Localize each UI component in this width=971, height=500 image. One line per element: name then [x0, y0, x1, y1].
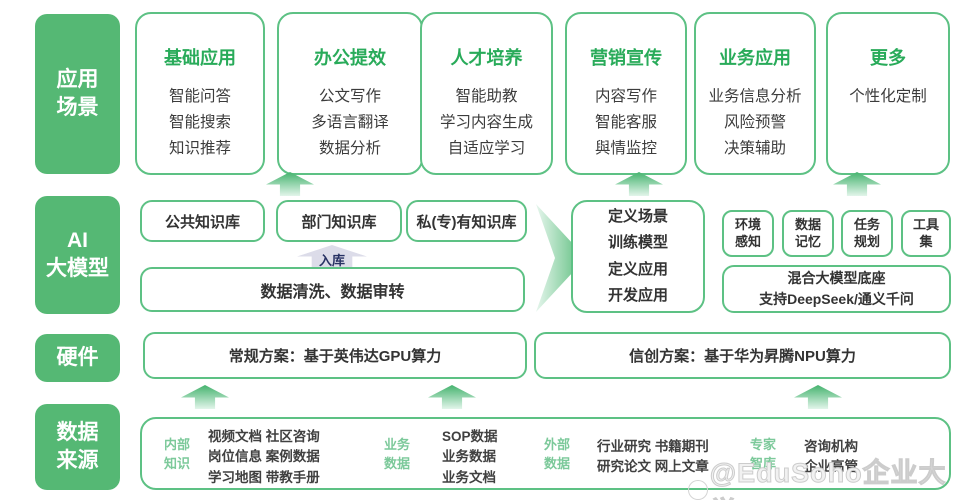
box-gpu-solution: 常规方案：基于英伟达GPU算力 — [143, 332, 527, 379]
row-label-app-scenarios: 应用 场景 — [35, 14, 120, 174]
box-data-memory: 数据 记忆 — [782, 210, 834, 257]
group-label-business-data: 业务 数据 — [384, 437, 411, 471]
data-item: 业务文档 — [442, 469, 496, 485]
model-base-line: 支持DeepSeek/通义千问 — [759, 291, 914, 307]
card-item: 多语言翻译 — [311, 114, 389, 131]
card-title: 更多 — [870, 48, 906, 68]
data-item: 研究论文 网上文章 — [597, 459, 709, 475]
card-item: 内容写作 — [594, 88, 657, 105]
box-task-planning: 任务 规划 — [841, 210, 893, 257]
row-label-data-source: 数据 来源 — [35, 404, 120, 490]
data-item: 岗位信息 案例数据 — [208, 449, 320, 465]
group-items: 咨询机构 企业高管 — [804, 437, 858, 478]
card-business-apps: 业务应用 业务信息分析 风险预警 决策辅助 — [694, 12, 816, 175]
up-arrow-icon — [615, 172, 663, 196]
card-item: 学习内容生成 — [439, 114, 533, 131]
card-items: 公文写作 多语言翻译 数据分析 — [311, 84, 389, 162]
box-environment-sensing: 环境 感知 — [722, 210, 774, 257]
card-basic-apps: 基础应用 智能问答 智能搜索 知识推荐 — [135, 12, 265, 175]
data-item: 咨询机构 — [804, 439, 858, 454]
up-arrow-icon — [833, 172, 881, 196]
card-items: 业务信息分析 风险预警 决策辅助 — [708, 84, 801, 162]
card-items: 智能助教 学习内容生成 自适应学习 — [440, 84, 533, 162]
up-arrow-icon — [181, 385, 229, 409]
pipeline-line: 训练模型 — [607, 234, 668, 252]
card-item: 数据分析 — [318, 140, 381, 157]
data-item: 企业高管 — [804, 459, 858, 475]
card-office-efficiency: 办公提效 公文写作 多语言翻译 数据分析 — [277, 12, 423, 175]
group-items: SOP数据 业务数据 业务文档 — [442, 427, 498, 488]
card-item: 公文写作 — [318, 88, 381, 105]
box-public-kb: 公共知识库 — [140, 200, 265, 242]
card-item: 智能搜索 — [168, 114, 231, 131]
data-item: 业务数据 — [442, 449, 496, 465]
card-item: 知识推荐 — [168, 140, 231, 157]
card-item: 自适应学习 — [447, 140, 526, 157]
card-item: 與情监控 — [594, 140, 657, 157]
up-arrow-icon — [794, 385, 842, 409]
group-label-expert-thinktank: 专家 智库 — [750, 437, 777, 471]
data-item: SOP数据 — [442, 429, 498, 444]
group-label-internal-knowledge: 内部 知识 — [164, 437, 191, 471]
data-item: 行业研究 书籍期刊 — [597, 439, 709, 454]
box-data-cleaning: 数据清洗、数据审转 — [140, 267, 525, 312]
box-department-kb: 部门知识库 — [276, 200, 402, 242]
pipeline-line: 开发应用 — [607, 286, 668, 304]
card-talent-training: 人才培养 智能助教 学习内容生成 自适应学习 — [420, 12, 553, 175]
box-pipeline: 定义场景 训练模型 定义应用 开发应用 — [571, 200, 705, 313]
row-label-hardware: 硬件 — [35, 334, 120, 382]
row-label-ai-model: AI 大模型 — [35, 196, 120, 314]
group-label-external-data: 外部 数据 — [544, 437, 571, 471]
card-items: 个性化定制 — [849, 84, 927, 110]
group-items: 视频文档 社区咨询 岗位信息 案例数据 学习地图 带教手册 — [208, 427, 320, 488]
box-npu-solution: 信创方案：基于华为昇腾NPU算力 — [534, 332, 951, 379]
box-data-sources: 内部 知识 视频文档 社区咨询 岗位信息 案例数据 学习地图 带教手册 业务 数… — [140, 417, 951, 490]
up-arrow-icon — [266, 172, 314, 196]
card-item: 智能助教 — [455, 88, 518, 105]
card-item: 业务信息分析 — [708, 88, 802, 105]
model-base-line: 混合大模型底座 — [787, 270, 886, 286]
box-model-base: 混合大模型底座 支持DeepSeek/通义千问 — [722, 265, 951, 313]
card-title: 营销宣传 — [590, 48, 662, 68]
data-item: 学习地图 带教手册 — [208, 469, 320, 485]
card-title: 业务应用 — [719, 48, 791, 68]
card-item: 个性化定制 — [849, 88, 927, 105]
card-item: 决策辅助 — [723, 140, 786, 157]
card-item: 智能客服 — [594, 114, 657, 131]
group-items: 行业研究 书籍期刊 研究论文 网上文章 — [597, 437, 709, 478]
card-item: 智能问答 — [168, 88, 231, 105]
pipeline-line: 定义场景 — [607, 208, 668, 225]
card-marketing: 营销宣传 内容写作 智能客服 與情监控 — [565, 12, 687, 175]
up-arrow-icon — [428, 385, 476, 409]
card-title: 基础应用 — [164, 48, 236, 68]
card-items: 内容写作 智能客服 與情监控 — [595, 84, 657, 162]
data-item: 视频文档 社区咨询 — [208, 429, 320, 444]
card-more: 更多 个性化定制 — [826, 12, 950, 175]
card-items: 智能问答 智能搜索 知识推荐 — [169, 84, 231, 162]
card-title: 办公提效 — [314, 48, 386, 68]
card-item: 风险预警 — [723, 114, 786, 131]
box-private-kb: 私(专)有知识库 — [406, 200, 527, 242]
card-title: 人才培养 — [450, 48, 523, 68]
pipeline-line: 定义应用 — [607, 260, 668, 278]
ingest-label: 入库 — [318, 253, 345, 268]
box-toolset: 工具 集 — [901, 210, 951, 257]
